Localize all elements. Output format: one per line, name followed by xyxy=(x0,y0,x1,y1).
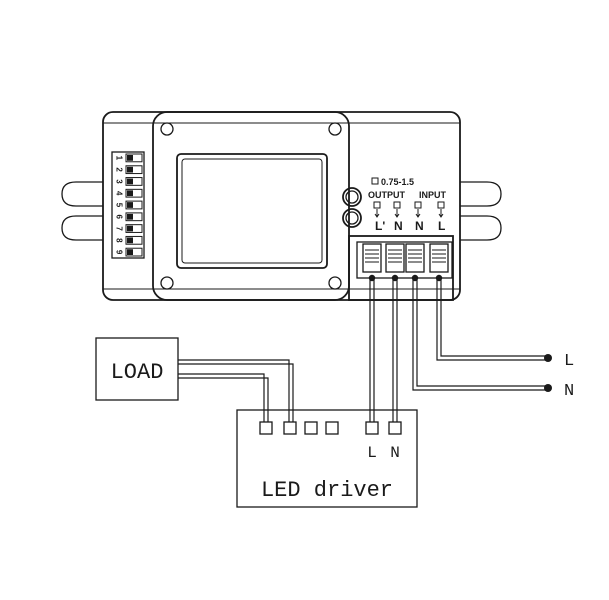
sensor-window xyxy=(176,153,328,269)
load-frame xyxy=(95,337,179,401)
adjust-knob-icon[interactable] xyxy=(342,208,362,228)
screw-icon xyxy=(328,276,342,290)
mains-l-dot xyxy=(544,354,552,362)
driver-terminal-l xyxy=(365,421,379,435)
terminal-indicator-icon xyxy=(437,201,445,218)
output-label: OUTPUT xyxy=(368,190,406,200)
left-mounting-ear xyxy=(61,181,104,241)
dip-switch-3[interactable] xyxy=(125,177,143,186)
dip-switch-2[interactable] xyxy=(125,165,143,175)
dip-switch-numbers: 1 2 3 4 5 6 7 8 9 xyxy=(115,156,124,255)
terminal-screw[interactable] xyxy=(405,243,425,282)
dip-switch-9[interactable] xyxy=(125,247,143,257)
dip-switch-5[interactable] xyxy=(125,200,143,210)
dip-number: 7 xyxy=(115,226,124,231)
terminal-screw[interactable] xyxy=(362,243,382,282)
wire-load-1 xyxy=(178,373,265,422)
mains-n-label: N xyxy=(564,382,574,401)
right-mounting-ear xyxy=(460,181,502,241)
terminal-label-l-prime: L' xyxy=(375,219,385,233)
dip-number: 1 xyxy=(115,156,124,161)
wire-n-in xyxy=(412,278,547,391)
terminal-label-n-out: N xyxy=(394,219,403,233)
dip-number: 6 xyxy=(115,215,124,220)
driver-n-label: N xyxy=(390,444,400,462)
load-label: LOAD xyxy=(111,360,164,385)
dip-switch-6[interactable] xyxy=(125,212,143,222)
sensor-module: 1 2 3 4 5 6 7 8 9 0.75-1.5 OUTPUT INPUT L' N N L xyxy=(61,111,502,301)
driver-label: LED driver xyxy=(261,478,393,503)
terminal-indicator-icon xyxy=(414,201,422,218)
adjust-knob-icon[interactable] xyxy=(342,187,362,207)
dip-switch xyxy=(111,151,145,259)
wire-l-in xyxy=(436,278,547,361)
driver-l-label: L xyxy=(367,444,377,462)
terminal-indicators xyxy=(373,201,445,218)
dip-switch-7[interactable] xyxy=(125,224,143,233)
screw-icon xyxy=(328,122,342,136)
wire-size-label: 0.75-1.5 xyxy=(381,177,414,187)
terminal-label-n-in: N xyxy=(415,219,424,233)
driver-terminal xyxy=(283,421,297,435)
driver-terminal xyxy=(325,421,339,435)
dip-number: 2 xyxy=(115,167,124,172)
mains-l-label: L xyxy=(564,352,574,371)
screw-icon xyxy=(160,276,174,290)
driver-terminal xyxy=(259,421,273,435)
dip-switch-4[interactable] xyxy=(125,188,143,198)
led-driver: L N LED driver xyxy=(236,409,418,508)
terminal-screw[interactable] xyxy=(429,243,449,282)
mains-n-dot xyxy=(544,384,552,392)
input-label: INPUT xyxy=(419,190,447,200)
dip-number: 5 xyxy=(115,203,124,208)
driver-terminal xyxy=(304,421,318,435)
dip-number: 3 xyxy=(115,179,124,184)
terminal-screw[interactable] xyxy=(385,243,405,282)
terminal-indicator-icon xyxy=(393,201,401,218)
screw-icon xyxy=(160,122,174,136)
dip-number: 8 xyxy=(115,238,124,243)
terminal-indicator-icon xyxy=(373,201,381,218)
driver-terminal-n xyxy=(388,421,402,435)
load-box: LOAD xyxy=(95,337,179,401)
driver-frame xyxy=(236,409,418,508)
dip-switch-frame xyxy=(111,151,145,259)
dip-number: 4 xyxy=(115,191,124,196)
terminal-label-l-in: L xyxy=(438,219,445,233)
wires xyxy=(178,278,547,422)
dip-switch-8[interactable] xyxy=(125,235,143,245)
wire-load-2 xyxy=(178,359,290,422)
dip-switch-1[interactable] xyxy=(125,153,143,163)
dip-number: 9 xyxy=(115,250,124,255)
terminal-block xyxy=(348,235,454,301)
